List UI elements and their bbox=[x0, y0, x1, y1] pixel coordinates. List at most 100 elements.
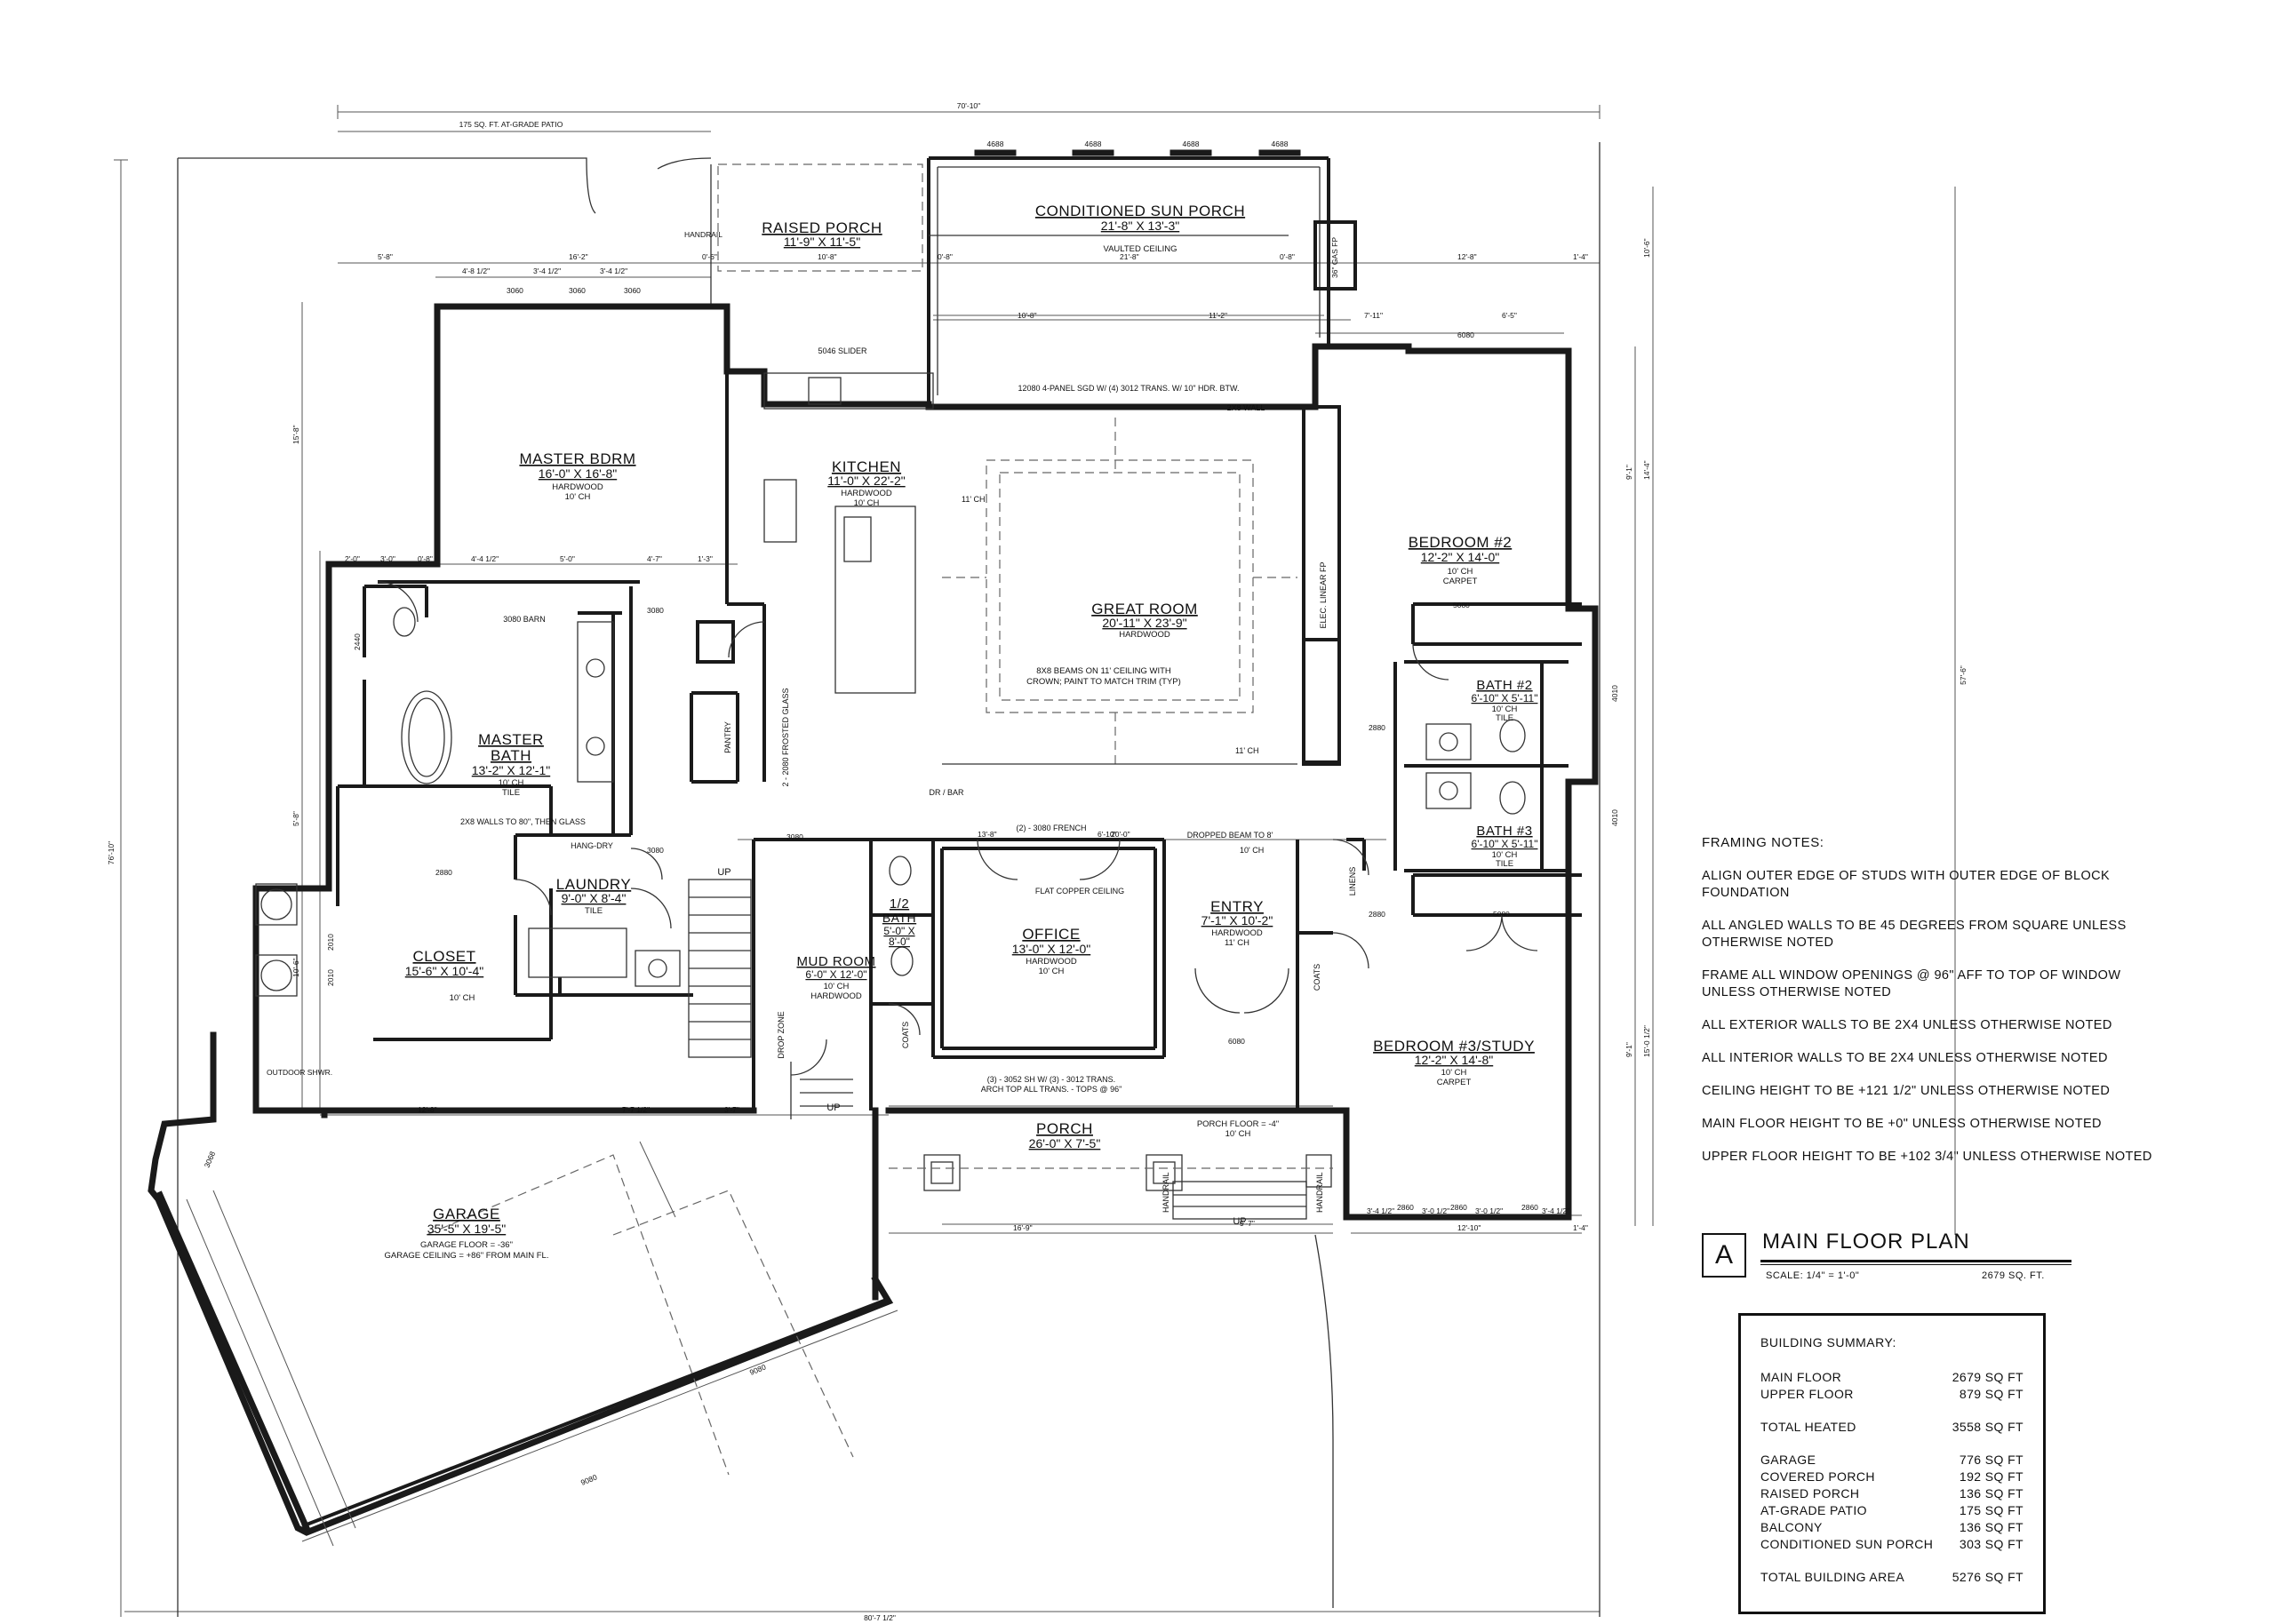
overall-top-dim: 70'-10" bbox=[957, 101, 980, 110]
window-6060: 6080 bbox=[1457, 330, 1474, 339]
svg-text:1'-4": 1'-4" bbox=[1573, 252, 1588, 261]
svg-text:3'-4 1/2": 3'-4 1/2" bbox=[600, 267, 627, 275]
office-transom-label-1: (3) - 3052 SH W/ (3) - 3012 TRANS. bbox=[987, 1075, 1115, 1084]
room-sub2-bedroom3: CARPET bbox=[1437, 1078, 1472, 1087]
svg-text:9'-1": 9'-1" bbox=[1624, 1042, 1633, 1057]
window-4688-b: 4688 bbox=[1085, 139, 1102, 148]
room-size1-half-bath: 5'-0" X bbox=[883, 925, 914, 937]
room-name-office: OFFICE bbox=[1022, 926, 1080, 943]
framing-notes-panel: FRAMING NOTES: ALIGN OUTER EDGE OF STUDS… bbox=[1702, 835, 2271, 1182]
title-rule bbox=[1760, 1260, 2071, 1262]
room-size-garage: 35'-5" X 19'-5" bbox=[427, 1222, 506, 1236]
room-sub1-mud-room: 10' CH bbox=[824, 982, 850, 991]
summary-value: 136 SQ FT bbox=[1959, 1486, 2024, 1501]
drawing-title: MAIN FLOOR PLAN bbox=[1762, 1230, 1970, 1254]
summary-label: RAISED PORCH bbox=[1760, 1486, 1860, 1501]
room-sub1-master-bdrm: HARDWOOD bbox=[552, 482, 603, 492]
dropped-beam-label: DROPPED BEAM TO 8' bbox=[1187, 831, 1273, 840]
svg-text:10'-8": 10'-8" bbox=[1018, 311, 1037, 320]
stair-up-label: UP bbox=[717, 867, 730, 878]
summary-spacer bbox=[1760, 1553, 2024, 1569]
framing-note-3: FRAME ALL WINDOW OPENINGS @ 96" AFF TO T… bbox=[1702, 968, 2121, 999]
room-size2-half-bath: 8'-0" bbox=[889, 935, 910, 948]
linens-label: LINENS bbox=[1348, 867, 1357, 896]
bath-fixtures bbox=[393, 607, 1526, 987]
flat-copper-ceiling-label: FLAT COPPER CEILING bbox=[1035, 887, 1124, 896]
window-2010-a: 2010 bbox=[326, 934, 335, 951]
coats-entry-label: COATS bbox=[1313, 964, 1321, 991]
summary-label: UPPER FLOOR bbox=[1760, 1387, 1854, 1401]
barn-door-label: 3080 BARN bbox=[503, 615, 546, 624]
room-name-mud-room: MUD ROOM bbox=[797, 954, 876, 969]
summary-value: 879 SQ FT bbox=[1959, 1387, 2024, 1401]
svg-text:3'-4 1/2": 3'-4 1/2" bbox=[1542, 1206, 1569, 1215]
dimension-strings: 5'-8" 16'-2" 0'-6" 10'-8" 0'-8" 21'-8" 0… bbox=[291, 238, 1651, 1232]
coats-label: COATS bbox=[901, 1022, 910, 1048]
door-2880-c: 2880 bbox=[1369, 910, 1385, 919]
pantry-label: PANTRY bbox=[723, 721, 732, 753]
svg-text:5'-8": 5'-8" bbox=[291, 811, 300, 826]
drop-zone-label: DROP ZONE bbox=[777, 1011, 786, 1058]
room-name-raised-porch: RAISED PORCH bbox=[762, 219, 882, 236]
framing-note-2: ALL ANGLED WALLS TO BE 45 DEGREES FROM S… bbox=[1702, 919, 2127, 950]
svg-text:0'-8": 0'-8" bbox=[938, 252, 953, 261]
summary-value: 5276 SQ FT bbox=[1952, 1570, 2024, 1584]
framing-note-4: ALL EXTERIOR WALLS TO BE 2X4 UNLESS OTHE… bbox=[1702, 1018, 2112, 1032]
window-2860-a: 2860 bbox=[1397, 1203, 1414, 1212]
patio-label: 175 SQ. FT. AT-GRADE PATIO bbox=[459, 120, 563, 129]
door-2880-b: 2880 bbox=[1369, 723, 1385, 732]
svg-text:0'-6": 0'-6" bbox=[702, 252, 717, 261]
shower-wall-note: 2X8 WALLS TO 80", THEN GLASS bbox=[460, 817, 586, 826]
room-size-bath3: 6'-10" X 5'-11" bbox=[1472, 838, 1538, 850]
room-sub2-bedroom2: CARPET bbox=[1443, 577, 1478, 586]
dr-bar-label: DR / BAR bbox=[929, 788, 964, 797]
svg-text:10'-6": 10'-6" bbox=[291, 958, 300, 977]
drawing-area: 2679 SQ. FT. bbox=[1982, 1270, 2045, 1281]
window-4688-a: 4688 bbox=[987, 139, 1004, 148]
summary-value: 175 SQ FT bbox=[1959, 1503, 2024, 1517]
room-sub1-office: HARDWOOD bbox=[1026, 957, 1077, 967]
window-4688-d: 4688 bbox=[1272, 139, 1289, 148]
svg-text:3'-0": 3'-0" bbox=[380, 554, 395, 563]
stair-up-label-2: UP bbox=[826, 1103, 840, 1113]
room-name-entry: ENTRY bbox=[1210, 898, 1264, 915]
room-name-half-bath: 1/2 bbox=[890, 896, 909, 912]
svg-text:7'-11": 7'-11" bbox=[1364, 311, 1383, 320]
svg-text:1'-4": 1'-4" bbox=[1573, 1223, 1588, 1232]
site-context bbox=[177, 142, 1600, 1617]
svg-text:13'-8": 13'-8" bbox=[978, 830, 997, 839]
window-3060-c: 3060 bbox=[624, 286, 641, 295]
room-sub1-entry: HARDWOOD bbox=[1211, 928, 1263, 938]
sun-porch-walls: 4688 4688 4688 4688 36" GAS FP bbox=[927, 139, 1357, 404]
drawing-title-block: A MAIN FLOOR PLAN SCALE: 1/4" = 1'-0" 26… bbox=[1702, 1228, 2075, 1290]
window-2860-c: 2860 bbox=[1521, 1203, 1538, 1212]
raised-porch bbox=[710, 163, 923, 306]
room-name-great-room: GREAT ROOM bbox=[1091, 601, 1198, 617]
porch-handrail-left: HANDRAIL bbox=[1161, 1172, 1170, 1213]
svg-text:12'-8": 12'-8" bbox=[1457, 252, 1477, 261]
svg-text:7'-7 1/2": 7'-7 1/2" bbox=[622, 1105, 650, 1114]
gas-fireplace-label: 36" GAS FP bbox=[1330, 237, 1339, 278]
svg-text:4'-8 1/2": 4'-8 1/2" bbox=[462, 267, 490, 275]
french-doors-label: (2) - 3080 FRENCH bbox=[1016, 824, 1086, 832]
svg-text:4'-7": 4'-7" bbox=[647, 554, 662, 563]
building-summary-title: BUILDING SUMMARY: bbox=[1760, 1335, 1896, 1349]
room-name2-half-bath: BATH bbox=[882, 911, 916, 925]
summary-label: TOTAL BUILDING AREA bbox=[1760, 1570, 1905, 1584]
ceiling-10-label: 10' CH bbox=[1240, 846, 1264, 855]
room-size-porch: 26'-0" X 7'-5" bbox=[1029, 1136, 1101, 1150]
room-size-kitchen: 11'-0" X 22'-2" bbox=[827, 474, 905, 488]
room-sub-laundry: TILE bbox=[585, 906, 603, 916]
svg-text:0'-8": 0'-8" bbox=[418, 554, 433, 563]
svg-text:10'-8": 10'-8" bbox=[818, 252, 837, 261]
room-size-bath2: 6'-10" X 5'-11" bbox=[1472, 692, 1538, 705]
svg-text:12'-10": 12'-10" bbox=[1457, 1223, 1481, 1232]
summary-spacer bbox=[1760, 1403, 2024, 1419]
svg-text:16'-9": 16'-9" bbox=[1013, 1223, 1033, 1232]
window-4010-b: 4010 bbox=[1610, 809, 1619, 826]
frosted-glass-label: 2 - 2080 FROSTED GLASS bbox=[781, 688, 790, 786]
summary-value: 303 SQ FT bbox=[1959, 1537, 2024, 1551]
